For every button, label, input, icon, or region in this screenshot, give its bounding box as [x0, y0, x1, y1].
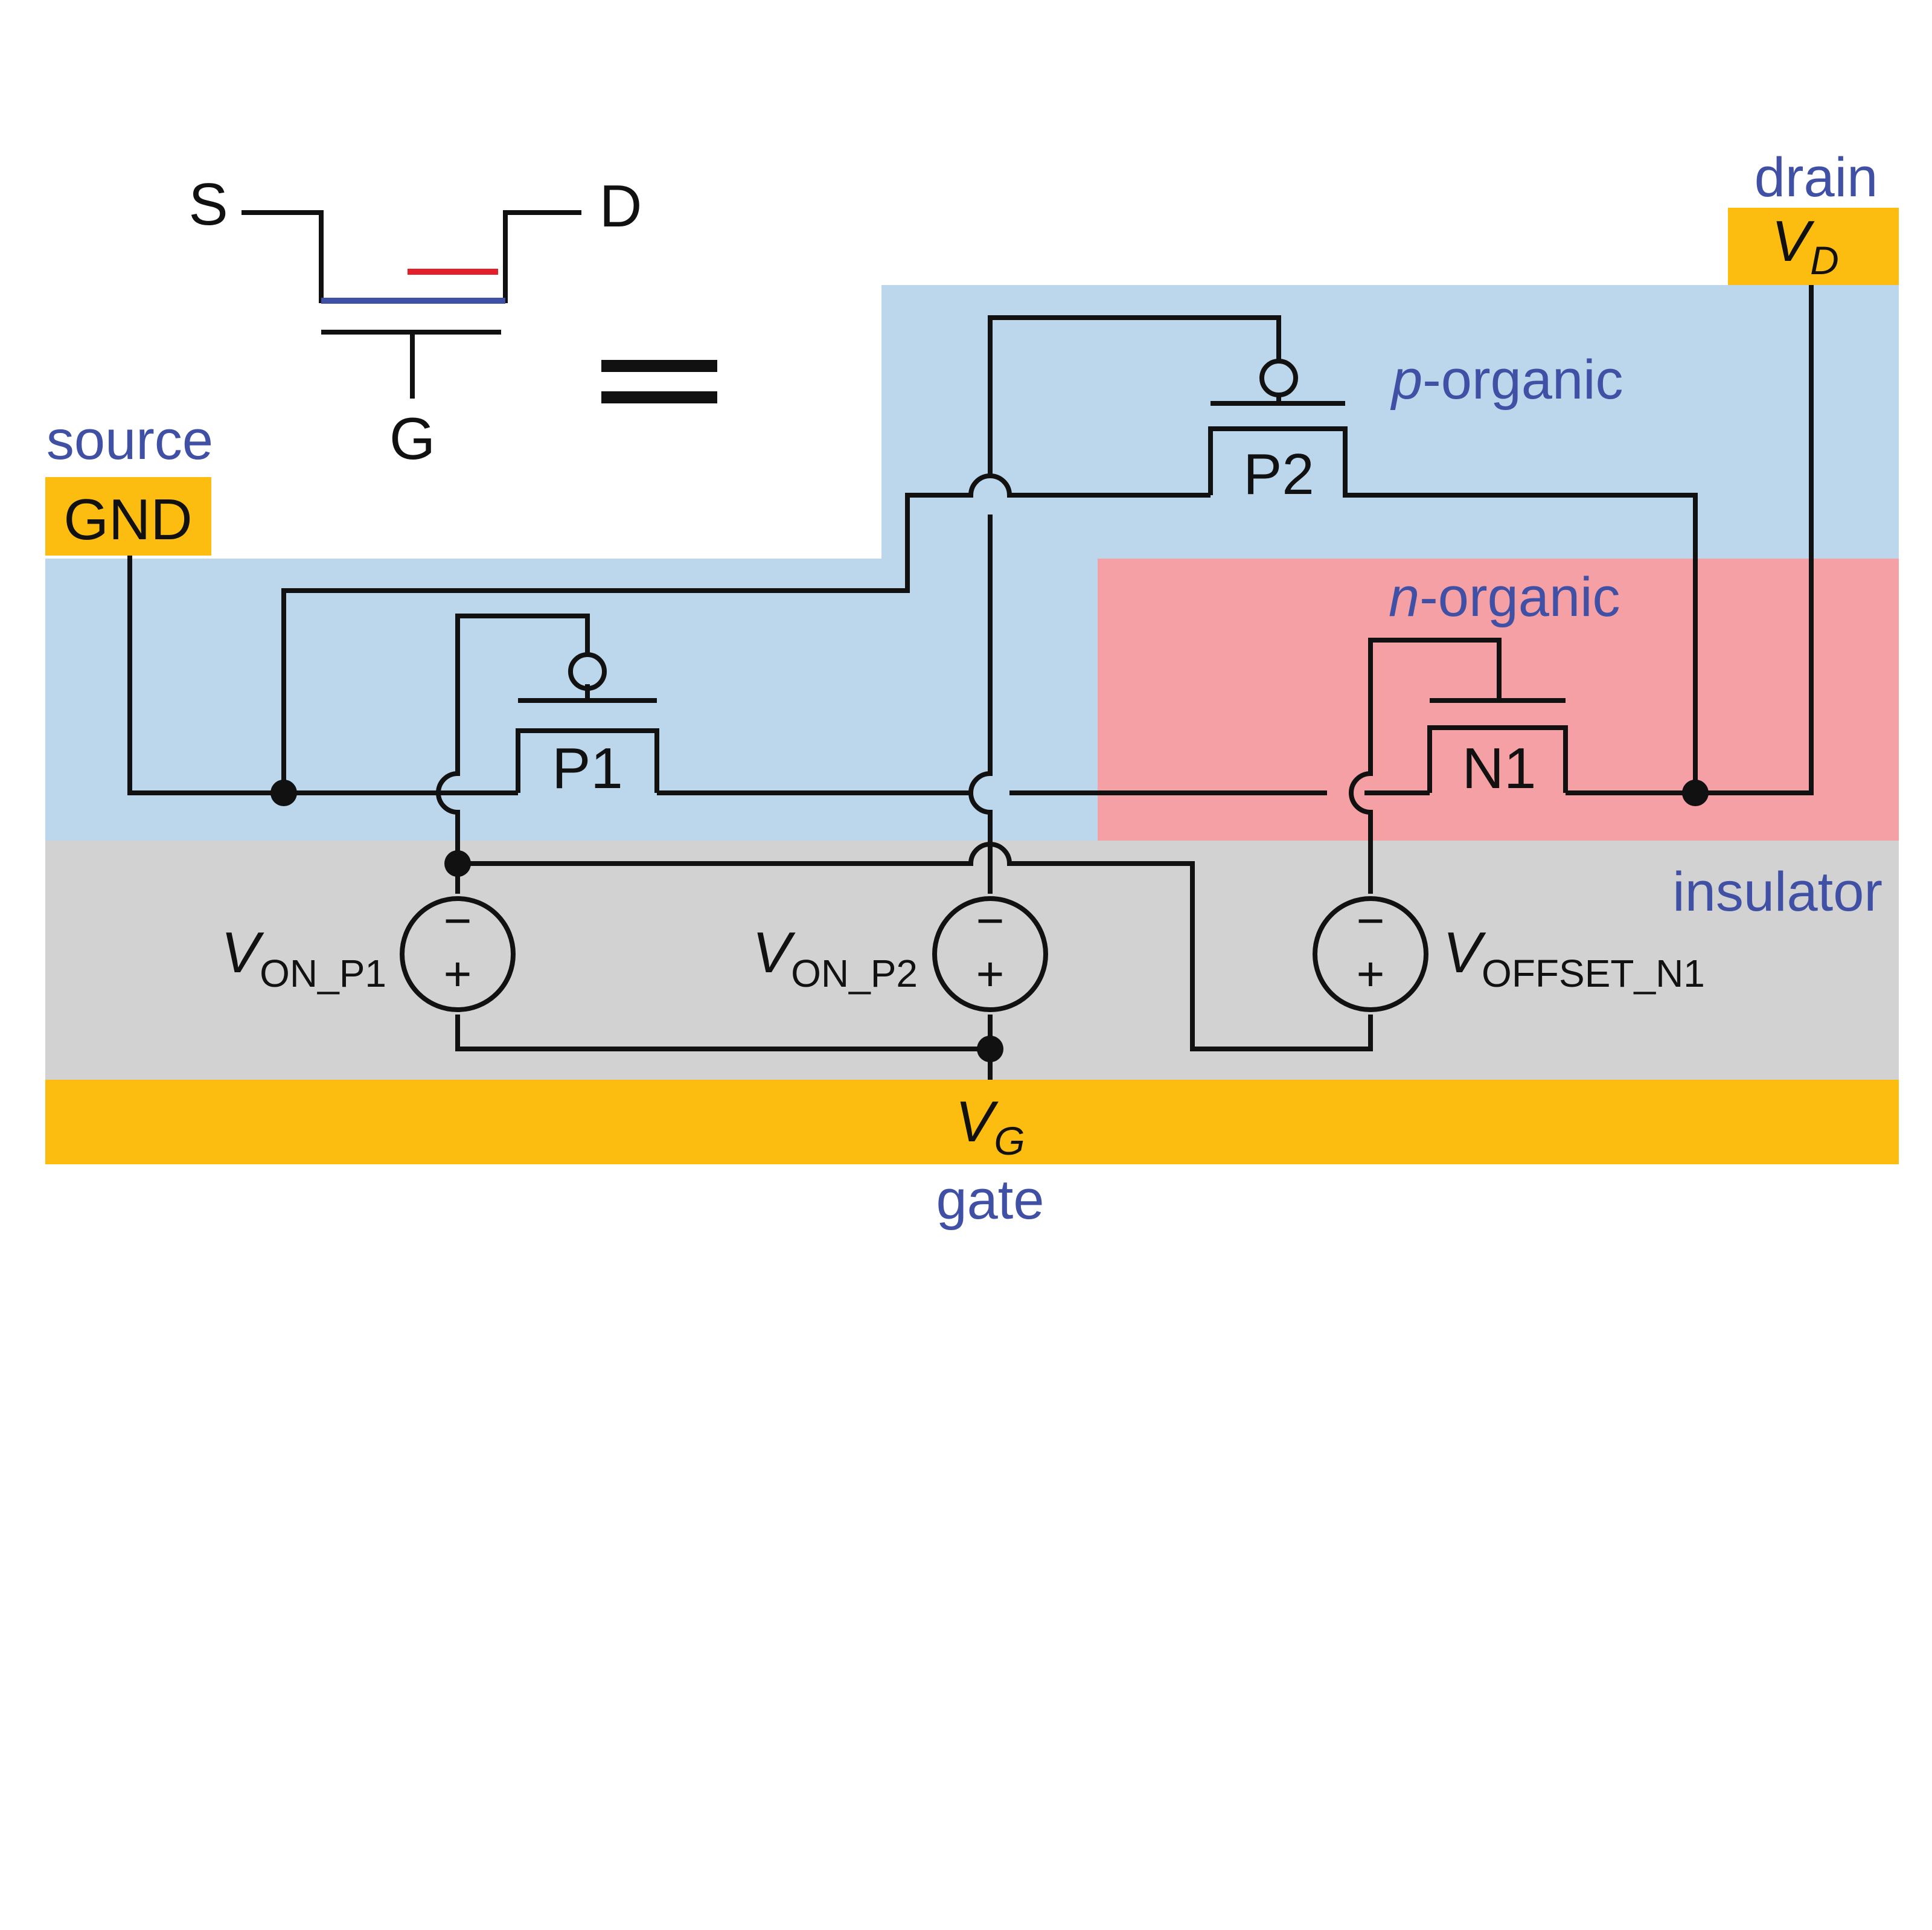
voltage-source-offset-n1: − + VOFFSET_N1	[1313, 894, 1705, 1012]
junction-dots	[270, 780, 1709, 1062]
circuit-wires	[127, 285, 1814, 1080]
svg-text:+: +	[444, 947, 472, 1001]
svg-text:−: −	[444, 894, 472, 947]
legend-drain-terminal: D	[600, 173, 642, 239]
insulator-region	[45, 841, 1899, 1080]
source-electrode	[45, 477, 211, 556]
drain-electrode	[1728, 208, 1899, 285]
voltage-source-offset-n1-label: VOFFSET_N1	[1443, 920, 1705, 995]
transistor-p1-label: P1	[552, 736, 622, 801]
gate-label: gate	[936, 1169, 1044, 1231]
equals-sign	[601, 360, 717, 403]
legend-transistor-symbol: S D G	[188, 171, 642, 472]
voltage-source-on-p1-label: VON_P1	[221, 920, 386, 995]
gate-electrode	[45, 1080, 1899, 1164]
gate-voltage-label: VG	[955, 1089, 1025, 1163]
transistor-p2-label: P2	[1243, 442, 1314, 507]
legend-source-terminal: S	[188, 171, 228, 237]
svg-text:+: +	[976, 947, 1005, 1001]
p-organic-label: p-organic	[1390, 349, 1623, 411]
source-label: source	[46, 409, 213, 471]
svg-text:−: −	[976, 894, 1005, 947]
legend-gate-terminal: G	[389, 405, 435, 472]
svg-text:+: +	[1357, 947, 1385, 1001]
svg-text:−: −	[1357, 894, 1385, 947]
n-organic-label: n-organic	[1389, 566, 1620, 628]
junction-dot	[1682, 780, 1709, 806]
voltage-source-on-p2-label: VON_P2	[752, 920, 918, 995]
drain-voltage-label: VD	[1771, 209, 1839, 283]
junction-dot	[444, 850, 471, 877]
insulator-label: insulator	[1672, 861, 1882, 923]
transistor-n1-label: N1	[1462, 736, 1537, 801]
junction-dot	[977, 1036, 1003, 1062]
voltage-source-on-p1: − + VON_P1	[221, 894, 516, 1012]
junction-dot	[270, 780, 297, 806]
source-electrode-label: GND	[63, 487, 192, 552]
voltage-source-on-p2: − + VON_P2	[752, 894, 1048, 1012]
drain-label: drain	[1754, 147, 1878, 208]
